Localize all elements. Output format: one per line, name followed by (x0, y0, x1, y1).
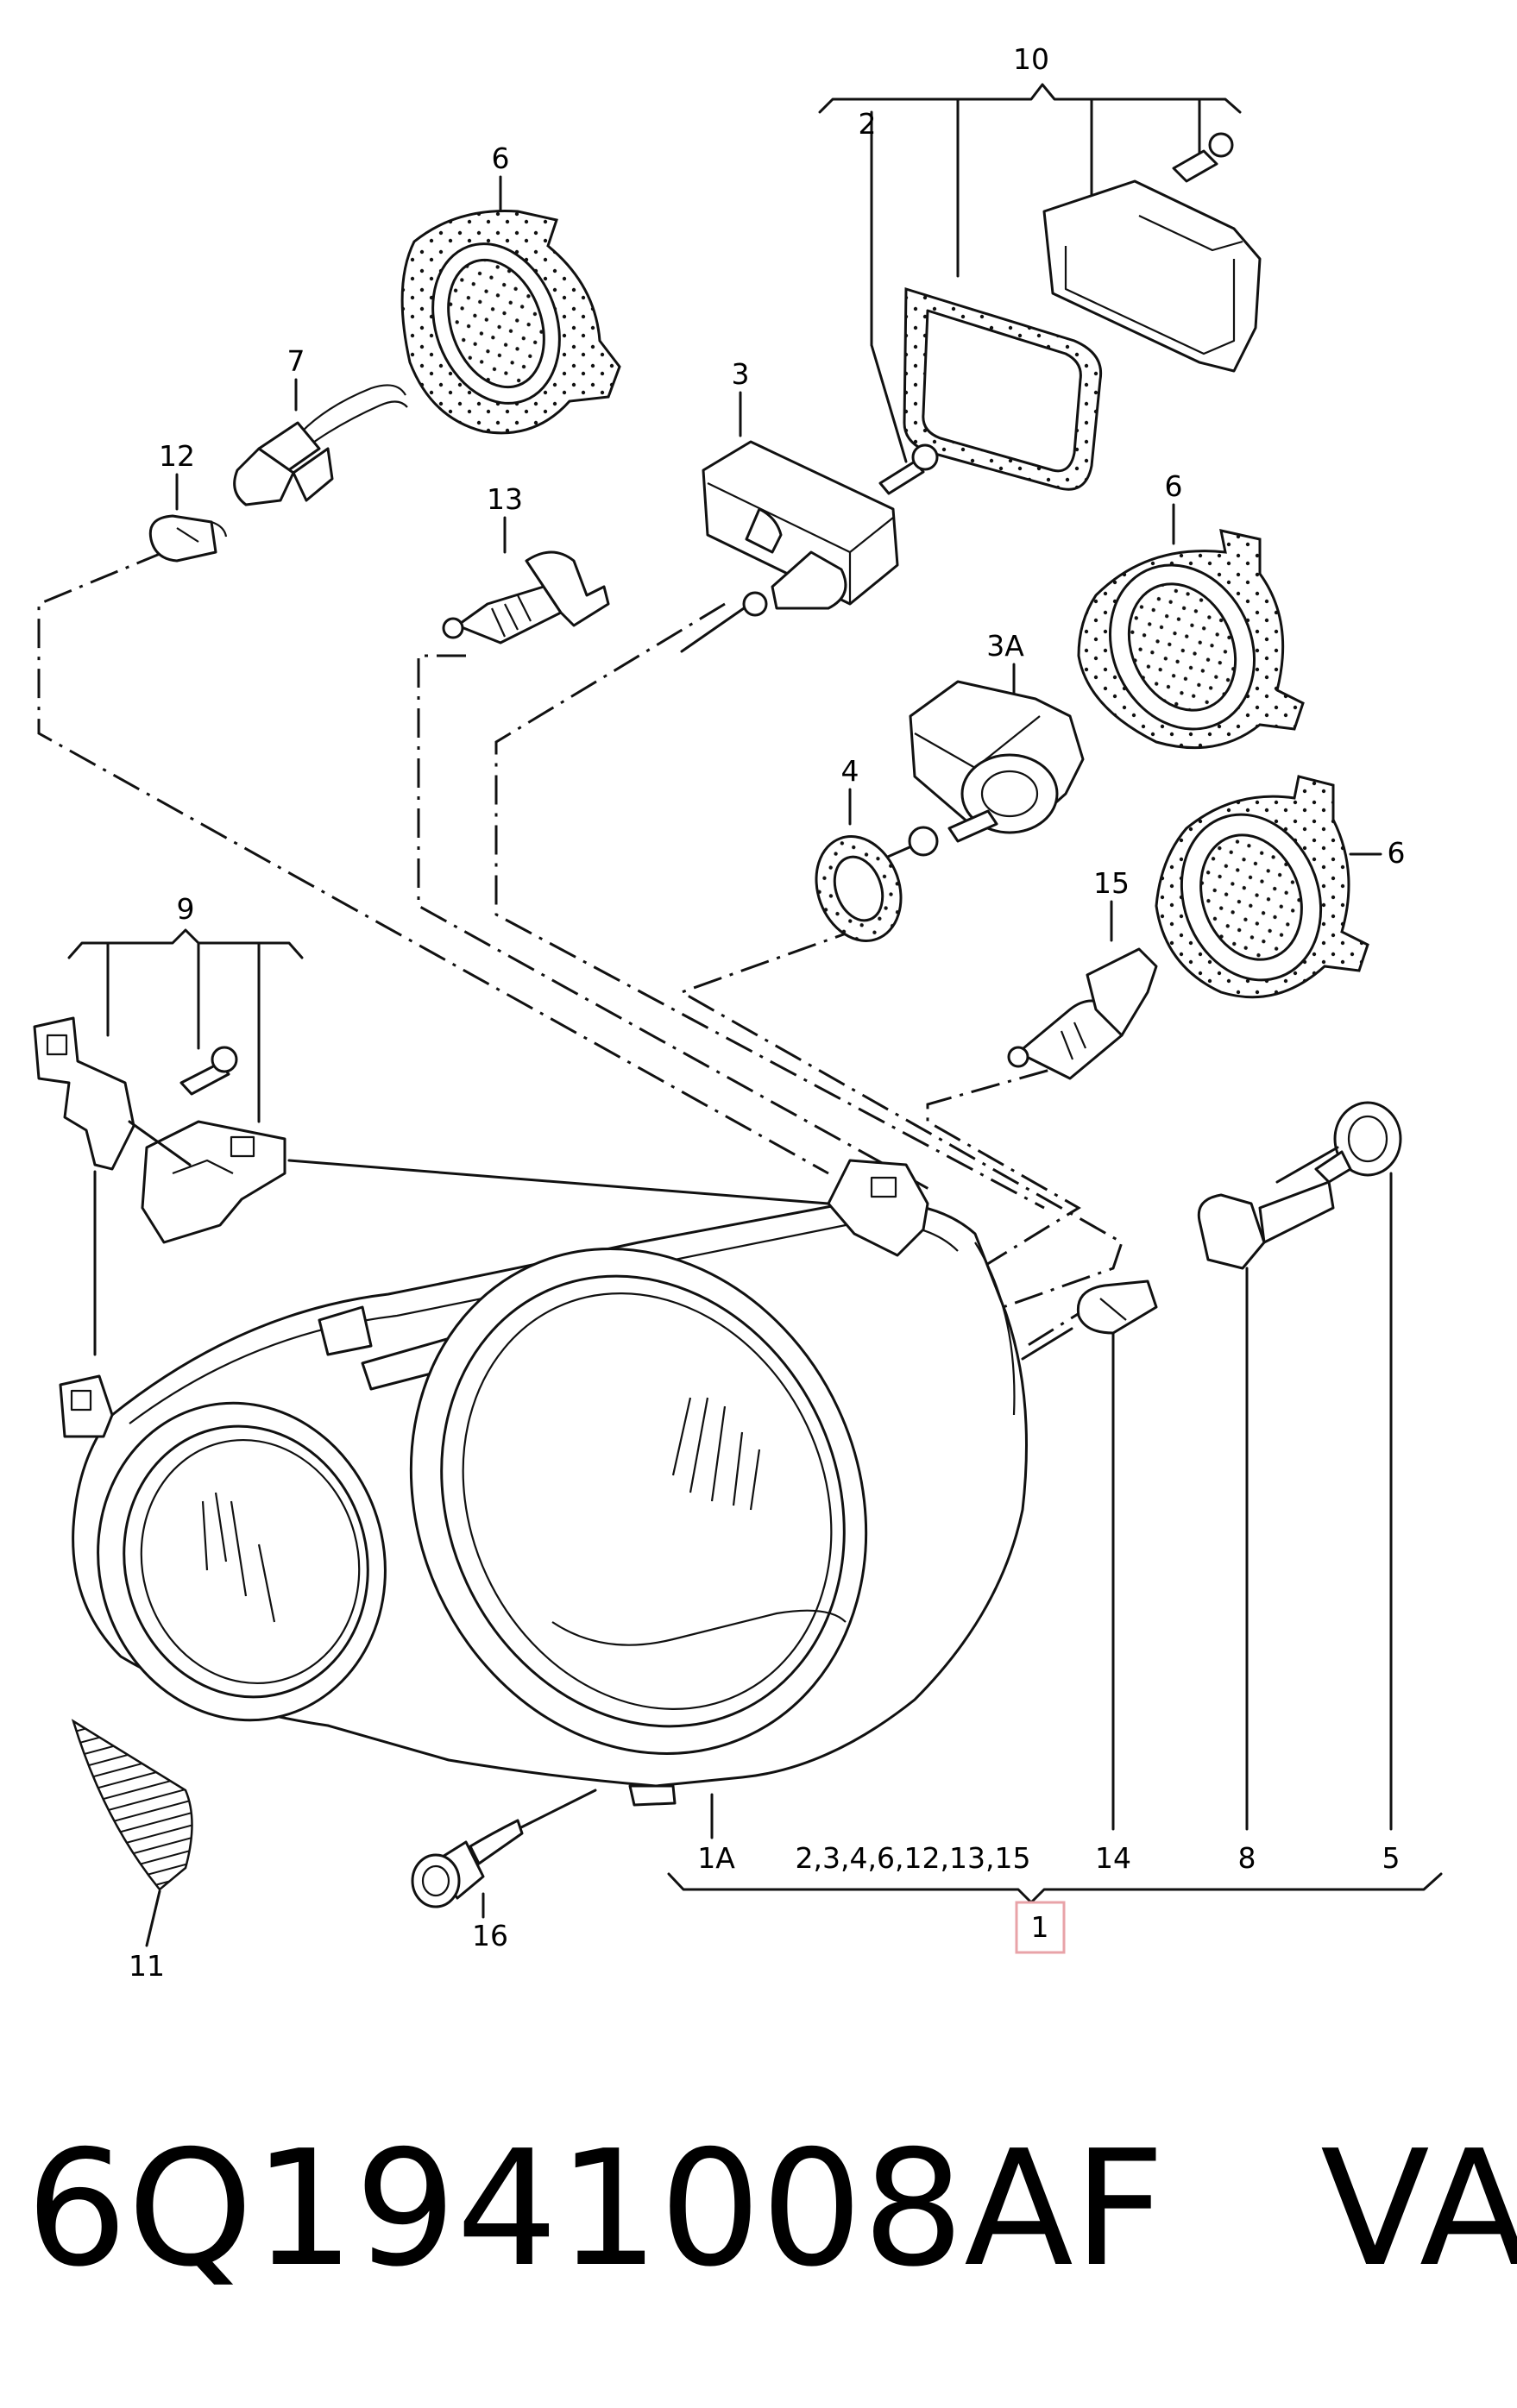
headlamp-housing-1a (59, 1159, 1028, 1831)
callout-2: 2 (859, 107, 877, 141)
callout-9: 9 (177, 892, 195, 926)
dust-cap-6c (1155, 775, 1382, 999)
socket-8 (1197, 1180, 1335, 1831)
callout-7: 7 (287, 344, 305, 378)
callout-5: 5 (1382, 1841, 1401, 1875)
dust-cap-6b (1077, 503, 1305, 750)
callout-6c: 6 (1388, 836, 1406, 870)
assembly-guide-lines (37, 550, 1124, 1348)
bulb-15 (1007, 900, 1158, 1080)
callout-4: 4 (841, 754, 859, 788)
trim-11 (71, 1719, 193, 1947)
callout-12: 12 (159, 439, 195, 473)
footer-caption: 6Q1941008AF VAG (26, 2109, 1517, 2308)
screw-16 (411, 1819, 524, 1919)
connector-7 (233, 378, 408, 506)
motor-3a (853, 663, 1085, 873)
callout-set: 2,3,4,6,12,13,15 (796, 1841, 1031, 1875)
callout-3: 3 (732, 357, 750, 391)
callout-11: 11 (129, 1949, 165, 1983)
callout-10: 10 (1013, 42, 1049, 76)
motor-3 (680, 391, 899, 653)
bracket-group-9 (33, 928, 304, 1244)
callout-6b: 6 (1165, 469, 1183, 503)
callout-3a: 3A (986, 629, 1024, 663)
socket-5 (1275, 1101, 1402, 1831)
callout-8: 8 (1238, 1841, 1256, 1875)
bulb-13 (442, 516, 610, 644)
bracket-1 (667, 1793, 1443, 1954)
group-10 (818, 83, 1262, 495)
callout-15: 15 (1093, 866, 1130, 900)
callout-labels: 10 2 6 7 12 3 13 6 3A 4 6 15 9 1A 2,3,4,… (129, 42, 1406, 1983)
seal-4 (815, 788, 903, 942)
dust-cap-6a (400, 175, 621, 435)
callout-16: 16 (472, 1919, 508, 1952)
callout-1: 1 (1031, 1910, 1049, 1944)
callout-13: 13 (487, 482, 523, 516)
brand-name: VAG (1320, 2116, 1517, 2302)
highlight-box (1015, 1901, 1066, 1954)
part-number: 6Q1941008AF (26, 2116, 1166, 2302)
housing-cover (1042, 179, 1262, 373)
bulb-12 (148, 473, 228, 563)
callout-6a: 6 (492, 141, 510, 175)
bulb-14 (1021, 1279, 1158, 1831)
callout-1a: 1A (697, 1841, 735, 1875)
callout-14: 14 (1095, 1841, 1131, 1875)
